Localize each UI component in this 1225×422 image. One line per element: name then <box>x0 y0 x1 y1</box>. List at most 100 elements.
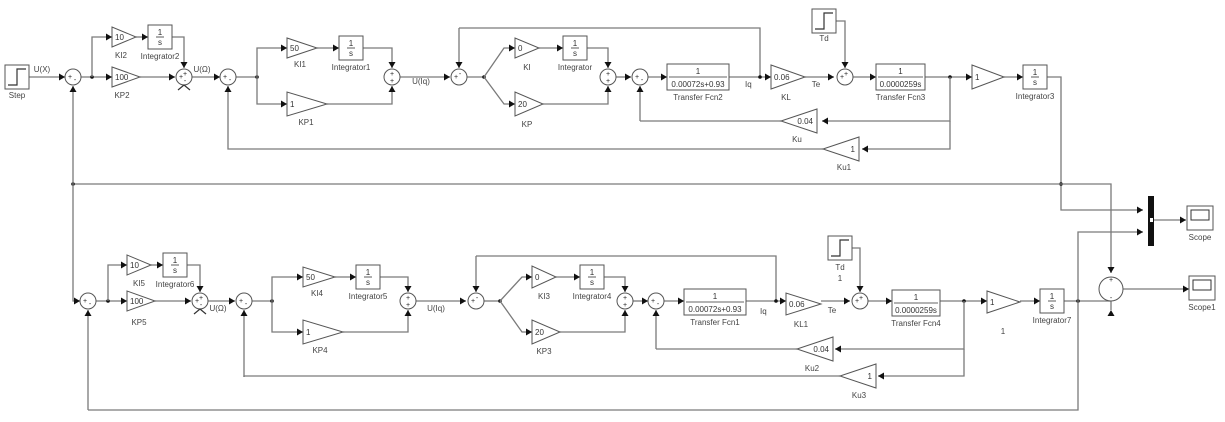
sum-top-5[interactable]: +- <box>450 68 468 86</box>
signal-line <box>88 301 1079 411</box>
gain-kp5[interactable]: 100 <box>126 290 157 312</box>
gain-ki2[interactable]: 10 <box>111 26 138 48</box>
sum-sign: + <box>651 298 655 305</box>
signal-line <box>604 276 626 292</box>
gain-kp1[interactable]: 1 <box>286 91 329 117</box>
gain-label: 1 <box>1001 327 1006 336</box>
cross-marker-icon <box>193 308 207 315</box>
gain-label: KP <box>522 120 533 129</box>
arrowhead-right-icon <box>157 261 163 269</box>
cross-marker-icon <box>177 84 191 91</box>
transfer-fcn-tf2[interactable]: 10.00072s+0.93 <box>666 63 730 91</box>
sum-top-1[interactable]: +- <box>64 68 82 86</box>
sum-bot-4[interactable]: ++ <box>399 292 417 310</box>
sum-top-6[interactable]: ++ <box>599 68 617 86</box>
td-label: Td <box>835 263 844 272</box>
sum-top-3[interactable]: +- <box>219 68 237 86</box>
gain-ki[interactable]: 0 <box>514 37 541 59</box>
sum-bot-6[interactable]: ++ <box>616 292 634 310</box>
transfer-fcn-tf1[interactable]: 10.00072s+0.93 <box>683 288 747 316</box>
gain-ku1[interactable]: 1 <box>821 136 860 162</box>
sum-sign: + <box>83 298 87 305</box>
gain-triangle-icon <box>302 266 337 288</box>
gain-ku2[interactable]: 0.04 <box>795 336 834 362</box>
gain-top-1[interactable]: 1 <box>971 64 1006 90</box>
arrowhead-right-icon <box>121 261 127 269</box>
integrator-denominator: s <box>366 278 370 287</box>
scope-scope[interactable] <box>1186 205 1214 231</box>
arrowhead-right-icon <box>1180 216 1186 224</box>
sum-bot-2[interactable]: ++- <box>191 292 209 310</box>
arrowhead-down-icon <box>404 286 412 292</box>
arrowhead-right-icon <box>574 273 580 281</box>
gain-kl1[interactable]: 0.06 <box>785 292 823 316</box>
sum-bot-1[interactable]: +- <box>79 292 97 310</box>
gain-kp4[interactable]: 1 <box>302 319 345 345</box>
sum-circle <box>836 68 854 86</box>
gain-ki5[interactable]: 10 <box>126 254 153 276</box>
arrowhead-left-icon <box>862 145 868 153</box>
sum-top-8[interactable]: ++ <box>836 68 854 86</box>
sum-bot-7[interactable]: +- <box>647 292 665 310</box>
integrator-int3[interactable]: 1s <box>1022 64 1048 90</box>
sum-top-2[interactable]: ++- <box>175 68 193 86</box>
gain-kl[interactable]: 0.06 <box>770 64 807 90</box>
integrator-int5[interactable]: 1s <box>355 264 381 290</box>
transfer-fcn-tf4[interactable]: 10.0000259s <box>891 289 941 317</box>
td-step-top[interactable] <box>811 8 837 34</box>
sum-top-4[interactable]: ++ <box>383 68 401 86</box>
integrator-int0[interactable]: 1s <box>562 35 588 61</box>
sum-bot-3[interactable]: +- <box>235 292 253 310</box>
arrowhead-right-icon <box>526 328 532 336</box>
transfer-fcn-tf3[interactable]: 10.0000259s <box>875 63 926 91</box>
integrator-int7[interactable]: 1s <box>1039 288 1065 314</box>
gain-value: 20 <box>518 100 527 109</box>
td-step-bot[interactable] <box>827 235 853 261</box>
gain-label: Ku3 <box>852 391 867 400</box>
sum-compare[interactable]: +- <box>1098 276 1124 302</box>
integrator-int1[interactable]: 1s <box>338 35 364 61</box>
arrowhead-right-icon <box>1137 228 1143 236</box>
gain-value: 1 <box>990 298 995 307</box>
signal-line <box>560 310 626 333</box>
signal-line <box>187 264 201 292</box>
sum-circle <box>599 68 617 86</box>
integrator-label: Integrator2 <box>141 52 180 61</box>
gain-kp3[interactable]: 20 <box>531 319 562 345</box>
integrator-numerator: 1 <box>349 39 354 48</box>
td-sublabel: 1 <box>838 274 843 283</box>
arrowhead-up-icon <box>621 310 629 316</box>
gain-ki3[interactable]: 0 <box>531 265 558 289</box>
tf-numerator: 1 <box>898 67 903 76</box>
sum-bot-8[interactable]: ++ <box>851 292 869 310</box>
integrator-int4[interactable]: 1s <box>579 264 605 290</box>
gain-kp2[interactable]: 100 <box>111 66 142 88</box>
sum-sign: + <box>390 78 394 85</box>
sum-circle <box>1098 276 1124 302</box>
sum-sign: - <box>200 302 203 309</box>
sum-top-7[interactable]: +- <box>631 68 649 86</box>
gain-ki4[interactable]: 50 <box>302 266 337 288</box>
step-source[interactable] <box>4 64 30 90</box>
gain-ku[interactable]: 0.04 <box>779 108 818 134</box>
gain-value: 1 <box>868 372 873 381</box>
arrowhead-up-icon <box>388 86 396 92</box>
arrowhead-right-icon <box>966 73 972 81</box>
gain-kp[interactable]: 20 <box>514 91 545 117</box>
gain-ki1[interactable]: 50 <box>286 37 319 59</box>
integrator-int2[interactable]: 1s <box>147 24 173 50</box>
sum-circle <box>851 292 869 310</box>
gain-label: KP5 <box>131 318 147 327</box>
scope-scope1[interactable] <box>1188 275 1216 301</box>
sum-bot-5[interactable]: +- <box>467 292 485 310</box>
integrator-label: Integrator <box>558 63 593 72</box>
gain-triangle-icon <box>821 136 860 162</box>
arrowhead-down-icon <box>621 286 629 292</box>
gain-bot-1[interactable]: 1 <box>986 290 1022 314</box>
sum-circle <box>399 292 417 310</box>
integrator-int6[interactable]: 1s <box>162 252 188 278</box>
arrowhead-right-icon <box>74 297 80 305</box>
gain-triangle-icon <box>286 37 319 59</box>
gain-label: KI5 <box>133 279 146 288</box>
gain-ku3[interactable]: 1 <box>838 363 877 389</box>
